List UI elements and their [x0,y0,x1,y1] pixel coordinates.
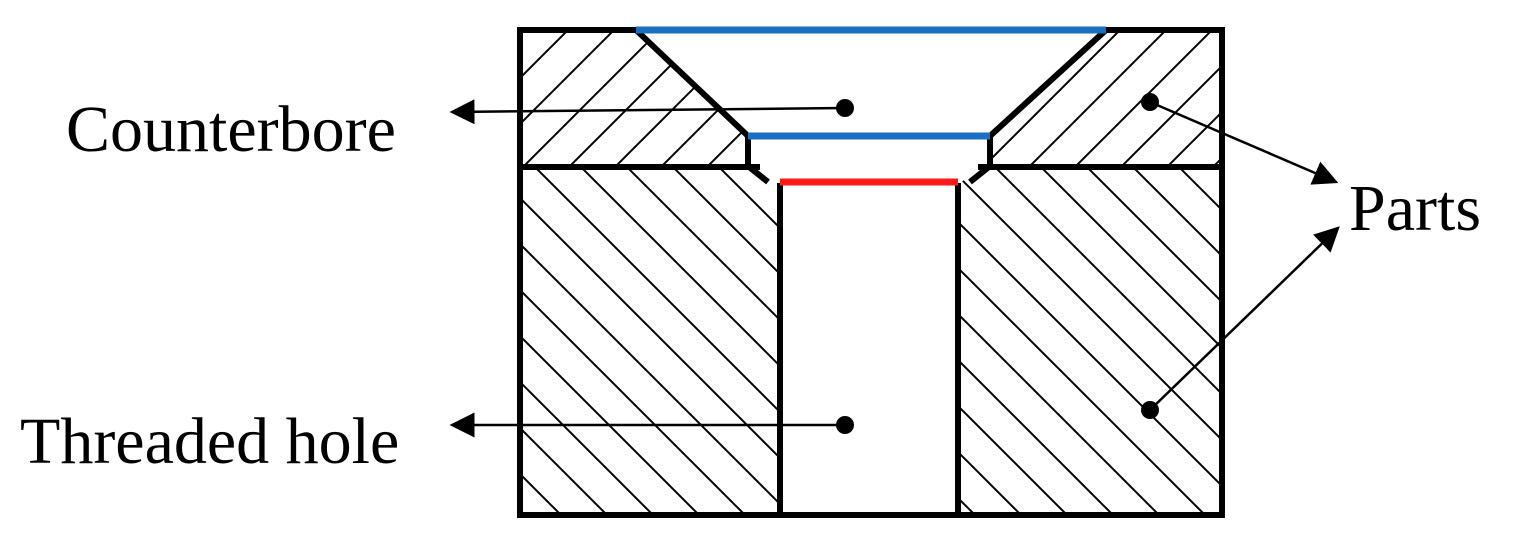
top-part-right-section [990,30,1222,166]
bottom-part-right-section [958,168,1222,515]
threaded-hole-label: Threaded hole [20,405,400,478]
top-part-left-section [520,30,748,166]
parts-leader-bottom [1149,226,1340,411]
parts-leader-top [1149,100,1339,185]
bottom-part-left-section [520,168,780,515]
counterbore-label: Counterbore [66,93,396,166]
counterbore-profile [633,27,1109,185]
parts-label: Parts [1349,172,1481,245]
counterbore-leader [449,99,846,125]
